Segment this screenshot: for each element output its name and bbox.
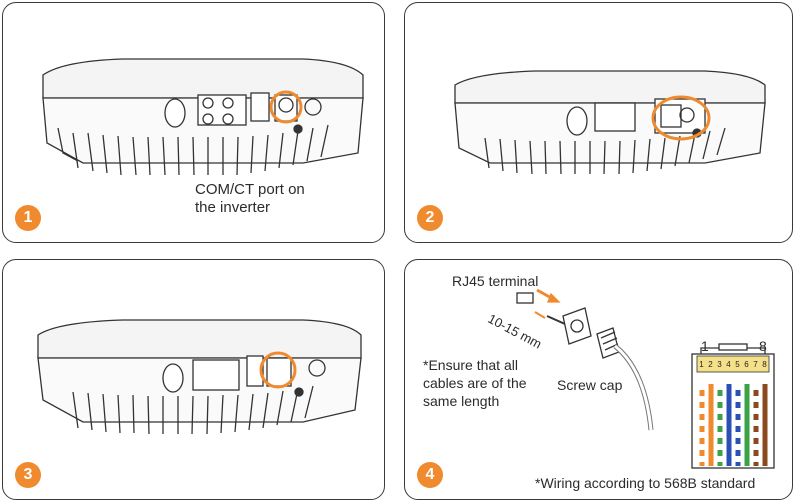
568b-wire-diagram	[691, 343, 775, 469]
pin-number: 2	[708, 360, 713, 369]
rj45-terminal-label: RJ45 terminal	[452, 273, 539, 289]
step-1-panel: COM/CT port on the inverter 1	[2, 2, 385, 243]
note-line-3: same length	[423, 393, 500, 409]
inverter-illustration	[454, 70, 766, 175]
caption-line-2: the inverter	[195, 199, 271, 216]
step-badge: 1	[15, 205, 41, 231]
pin-number: 3	[717, 360, 722, 369]
note-line-2: cables are of the	[423, 375, 527, 391]
pin-number-row: 1 2 3 4 5 6 7 8	[697, 359, 769, 371]
step-badge: 4	[417, 462, 443, 488]
com-port-highlight	[269, 90, 303, 124]
pin-end-label: 8	[759, 338, 767, 354]
step-badge: 2	[417, 205, 443, 231]
caption-line-1: COM/CT port on	[195, 181, 305, 198]
screw-cap-label: Screw cap	[557, 377, 623, 393]
pin-number: 6	[744, 360, 749, 369]
rj45-wiring-illustration	[516, 288, 775, 469]
pin-start-label: 1	[701, 338, 709, 354]
step-badge: 3	[15, 462, 41, 488]
com-port-open-highlight	[259, 351, 297, 389]
note-line-1: *Ensure that all	[423, 357, 518, 373]
port-cover-highlight	[651, 95, 711, 141]
pin-number: 4	[726, 360, 731, 369]
step-2-panel: 2	[404, 2, 793, 243]
inverter-illustration	[37, 319, 362, 435]
step-3-panel: 3	[2, 259, 385, 500]
pin-number: 1	[699, 360, 704, 369]
pin-number: 5	[735, 360, 740, 369]
wiring-standard-note: *Wiring according to 568B standard	[535, 475, 756, 491]
pin-number: 8	[762, 360, 767, 369]
step-4-panel: RJ45 terminal 10-15 mm *Ensure that all …	[404, 259, 793, 500]
pin-number: 7	[753, 360, 758, 369]
inverter-illustration	[42, 58, 364, 176]
rj45-plug-icon	[516, 292, 534, 304]
